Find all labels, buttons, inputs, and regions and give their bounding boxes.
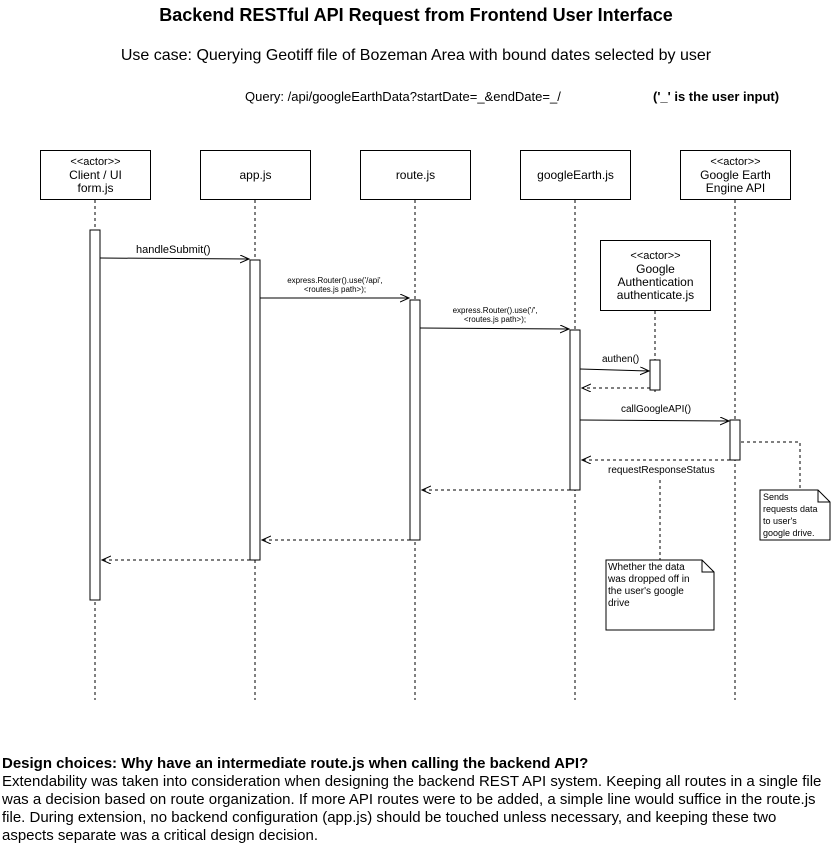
design-choices-body: Extendability was taken into considerati… [2,773,822,844]
auth-activation [649,359,661,391]
sends-note-anchor [741,441,801,490]
use-case-subtitle: Use case: Querying Geotiff file of Bozem… [120,47,712,64]
sends-note-text: Sends requests data to user's google dri… [763,491,818,539]
client-name: Client / UI [69,167,122,182]
sends-note-line: google drive. [763,528,815,538]
sends-note [759,489,831,541]
callgoogleapi-label: callGoogleAPI() [621,404,692,415]
requestresponsestatus-label: requestResponseStatus [608,465,715,476]
client-actor-box: <<actor>> Client / UI form.js [40,150,151,200]
gee-name-1: Google Earth [700,167,771,182]
whether-note-line: Whether the data [608,562,685,573]
query-text: Query: /api/googleEarthData?startDate=_&… [245,89,561,104]
app-box: app.js [200,150,311,200]
whether-note-text: Whether the data was dropped off in the … [608,562,690,610]
sends-note-line: to user's [763,516,797,526]
handlesubmit-arrow [99,258,249,259]
design-choices-section: Design choices: Why have an intermediate… [2,755,828,845]
route-label: route.js [395,167,436,182]
gee-activation [729,419,741,461]
diagram-title: Backend RESTful API Request from Fronten… [159,5,673,25]
callgoogleapi-arrow [579,420,729,421]
auth-stereotype: <<actor>> [630,249,681,262]
sends-note-fold [817,490,830,503]
design-choices-heading: Design choices: Why have an intermediate… [2,755,589,772]
whether-note-line: the user's google [608,586,684,597]
auth-actor-box: <<actor>> Google Authentication authenti… [600,240,711,311]
route-use-line-2: <routes.js path>); [463,315,527,324]
googleearth-label: googleEarth.js [537,167,614,182]
handlesubmit-label: handleSubmit() [136,244,211,256]
sends-note-line: requests data [763,504,818,514]
route-use-label: express.Router().use('/', <routes.js pat… [430,306,560,324]
whether-note-line: drive [608,598,630,609]
gee-stereotype: <<actor>> [710,155,761,168]
whether-note-fold [701,560,714,573]
gee-actor-box: <<actor>> Google Earth Engine API [680,150,791,200]
auth-name-1: Google [636,261,675,276]
query-note: ('_' is the user input) [653,89,780,104]
route-to-googleearth-arrow [419,328,569,329]
client-file: form.js [77,180,114,195]
whether-note-line: was dropped off in [608,574,690,585]
auth-name-2: Authentication [617,274,694,289]
client-activation [89,229,101,601]
client-stereotype: <<actor>> [70,155,121,168]
app-activation [249,259,261,561]
gee-name-2: Engine API [705,180,766,195]
route-box: route.js [360,150,471,200]
googleearth-activation [569,329,581,491]
authen-label: authen() [602,354,640,365]
route-activation [409,299,421,541]
app-use-label: express.Router().use('/api', <routes.js … [270,276,400,294]
app-use-line-1: express.Router().use('/api', [287,276,383,285]
whether-note [605,559,715,631]
app-label: app.js [239,167,272,182]
route-use-line-1: express.Router().use('/', [452,306,538,315]
app-use-line-2: <routes.js path>); [303,285,367,294]
authen-arrow [579,369,649,371]
googleearth-box: googleEarth.js [520,150,631,200]
auth-file: authenticate.js [616,287,695,302]
sends-note-line: Sends [763,492,789,502]
